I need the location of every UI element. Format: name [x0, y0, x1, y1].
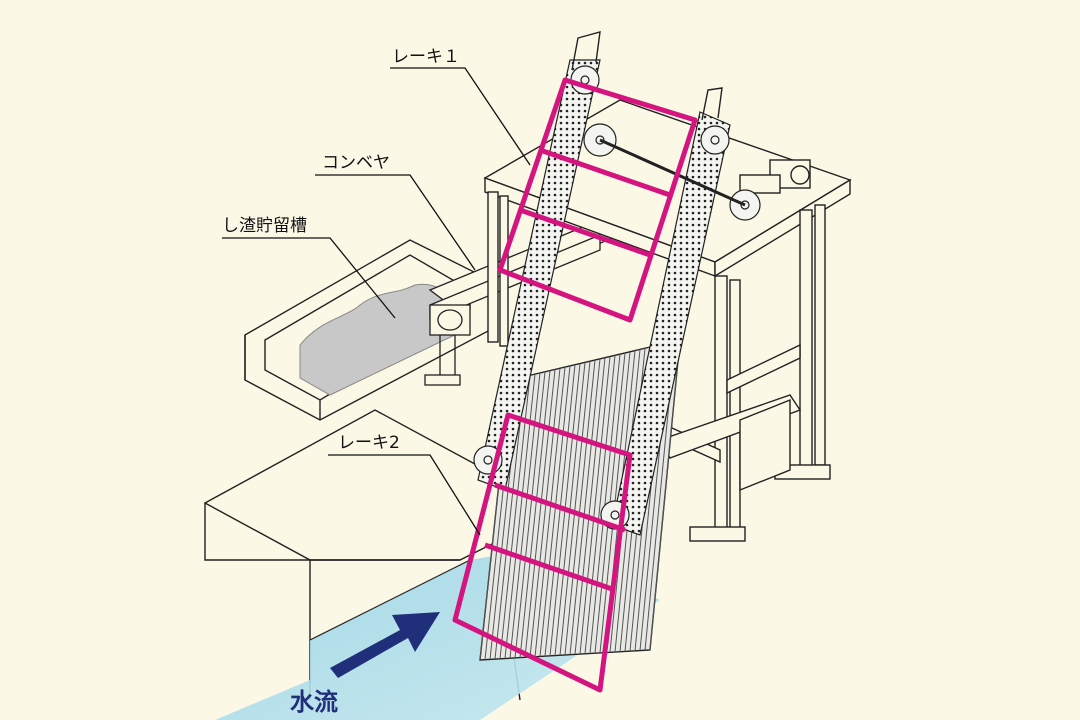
grating-bar [559, 361, 591, 656]
callout-lines [222, 67, 531, 536]
grating-bar [524, 369, 556, 658]
water-flow-arrow [330, 612, 440, 678]
chain-right [611, 111, 731, 536]
grating-bar [534, 367, 566, 657]
grating-bar [509, 372, 541, 659]
grating-bar [649, 339, 681, 651]
label-water-flow: 水流 [290, 688, 338, 716]
grating-bar [574, 357, 606, 655]
grating-bar [529, 368, 561, 658]
label-debris-tank: し渣貯留槽 [222, 216, 307, 236]
top-guides [571, 31, 723, 121]
label-rake-2: レーキ2 [338, 433, 400, 453]
grating-bar [519, 370, 551, 658]
grating-bar [539, 365, 571, 657]
grating-bar [569, 358, 601, 655]
grating-bar [579, 356, 611, 655]
grating-bar [514, 371, 546, 658]
label-conveyor: コンベヤ [322, 153, 390, 173]
grating-bar [564, 359, 596, 656]
label-rake-1: レーキ１ [392, 47, 460, 67]
grating-bar [584, 355, 616, 654]
rake-1 [497, 77, 698, 323]
rake-2 [452, 412, 633, 693]
grating-bar [544, 364, 576, 657]
grating-bar [589, 354, 621, 654]
debris-storage-tank [244, 239, 491, 421]
